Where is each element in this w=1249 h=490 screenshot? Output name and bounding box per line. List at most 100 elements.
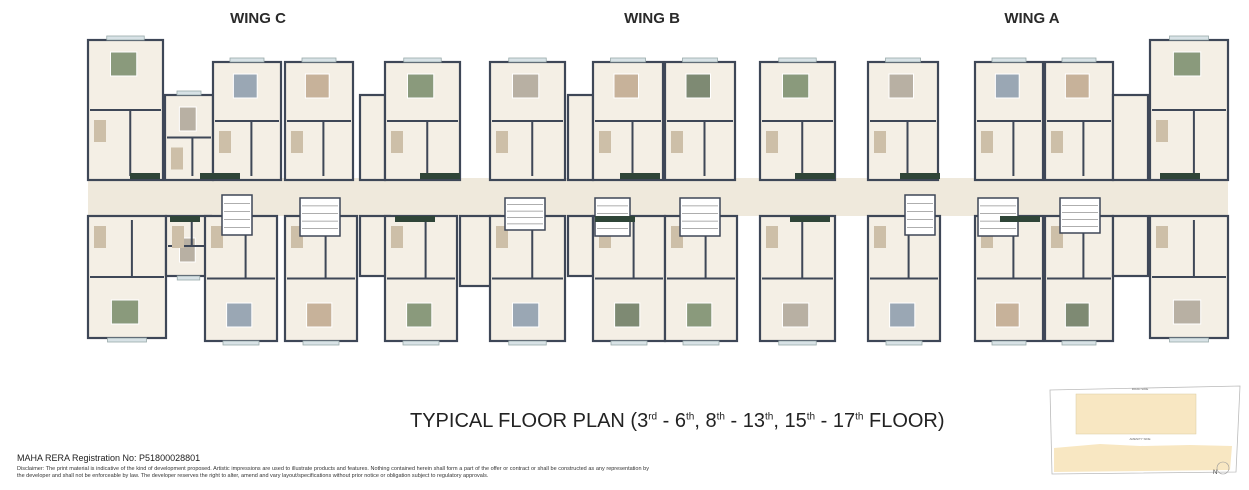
interior-wall [1192,220,1195,277]
interior-wall [322,121,325,176]
bed-icon [406,302,433,328]
window [176,275,201,281]
wing-c-label: WING C [230,10,286,27]
window [778,57,817,63]
bed-icon [994,73,1020,99]
interior-wall [762,277,833,280]
interior-wall [632,220,635,279]
bed-icon [178,106,197,132]
stair-tread [1062,219,1098,220]
interior-wall [870,277,938,280]
key-plan-road-side: ROAD SIDE [1132,387,1149,391]
interior-wall [704,220,707,279]
interior-wall [424,220,427,279]
kitchen-counter [1000,216,1040,222]
stair-tread [224,203,250,204]
interior-wall [168,245,209,247]
stair-tread [507,204,543,205]
interior-wall [977,277,1041,280]
interior-wall [492,277,563,280]
interior-wall [90,276,164,278]
stair-tread [682,205,718,207]
sofa-icon [211,226,223,248]
stair-tread [597,205,628,207]
sofa-icon [766,131,778,153]
kitchen-counter [900,173,940,179]
interior-wall [492,120,563,122]
interior-wall [324,220,327,279]
bed-icon [889,302,916,328]
title-sup: th [765,411,774,423]
key-plan: ROAD SIDE AMENITY SIDE N [1049,385,1241,476]
sofa-icon [874,131,886,153]
title-text: - 6 [657,410,687,432]
title-text: , 15 [773,410,807,432]
kitchen-counter [420,173,460,179]
sofa-icon [1156,226,1168,248]
sofa-icon [874,226,886,248]
bed-icon [1064,73,1090,99]
stair-tread [302,205,338,207]
key-plan-amenity-area [1054,444,1232,472]
window [222,340,260,346]
interior-wall [667,120,733,122]
stair-tread [507,210,543,212]
bed-icon [613,73,639,99]
window [885,340,923,346]
bed-icon [614,302,641,328]
interior-wall [207,277,275,280]
apartment-unit [1111,93,1150,182]
wing-a-label: WING A [1004,10,1060,27]
title-sup: th [716,411,725,423]
stair-tread [980,205,1016,207]
kitchen-counter [200,173,240,179]
sofa-icon [94,120,106,142]
interior-wall [667,277,735,280]
interior-wall [870,120,936,122]
bed-icon [226,302,253,328]
apartment-unit [1111,214,1150,278]
sofa-icon [981,131,993,153]
sofa-icon [766,226,778,248]
sofa-icon [291,131,303,153]
title-sup: rd [648,411,658,423]
bed-icon [304,73,330,99]
stair-tread [224,211,250,212]
title-text: TYPICAL FLOOR PLAN (3 [410,410,649,432]
interior-wall [1082,121,1085,176]
north-arrow-icon [1216,461,1230,475]
interior-wall [1192,110,1195,176]
window [107,337,147,343]
kitchen-counter [790,216,830,222]
title-text: FLOOR) [863,410,945,432]
stair-tread [907,211,933,212]
stair-tread [1062,205,1098,206]
stair-tread [302,213,338,214]
sofa-icon [1156,120,1168,142]
window [885,57,921,63]
interior-wall [426,121,429,176]
interior-wall [977,120,1041,122]
interior-wall [631,121,634,176]
key-plan-amenity-side: AMENITY SIDE [1129,437,1150,441]
key-plan-building [1075,393,1197,435]
bed-icon [232,73,258,99]
interior-wall [531,220,534,279]
stair-tread [507,223,543,225]
stair-tread [980,213,1016,214]
window [508,340,547,346]
sofa-icon [599,131,611,153]
bed-icon [110,51,138,77]
stair-tread [980,220,1016,222]
rera-registration: MAHA RERA Registration No: P51800028801 [17,453,201,463]
window [610,57,646,63]
window [1061,57,1097,63]
lift-stair-core [299,197,341,237]
bed-icon [1172,51,1202,77]
sofa-icon [496,226,508,248]
stair-tread [1062,226,1098,227]
interior-wall [387,120,458,122]
sofa-icon [496,131,508,153]
interior-wall [191,137,194,176]
stair-tread [682,220,718,222]
